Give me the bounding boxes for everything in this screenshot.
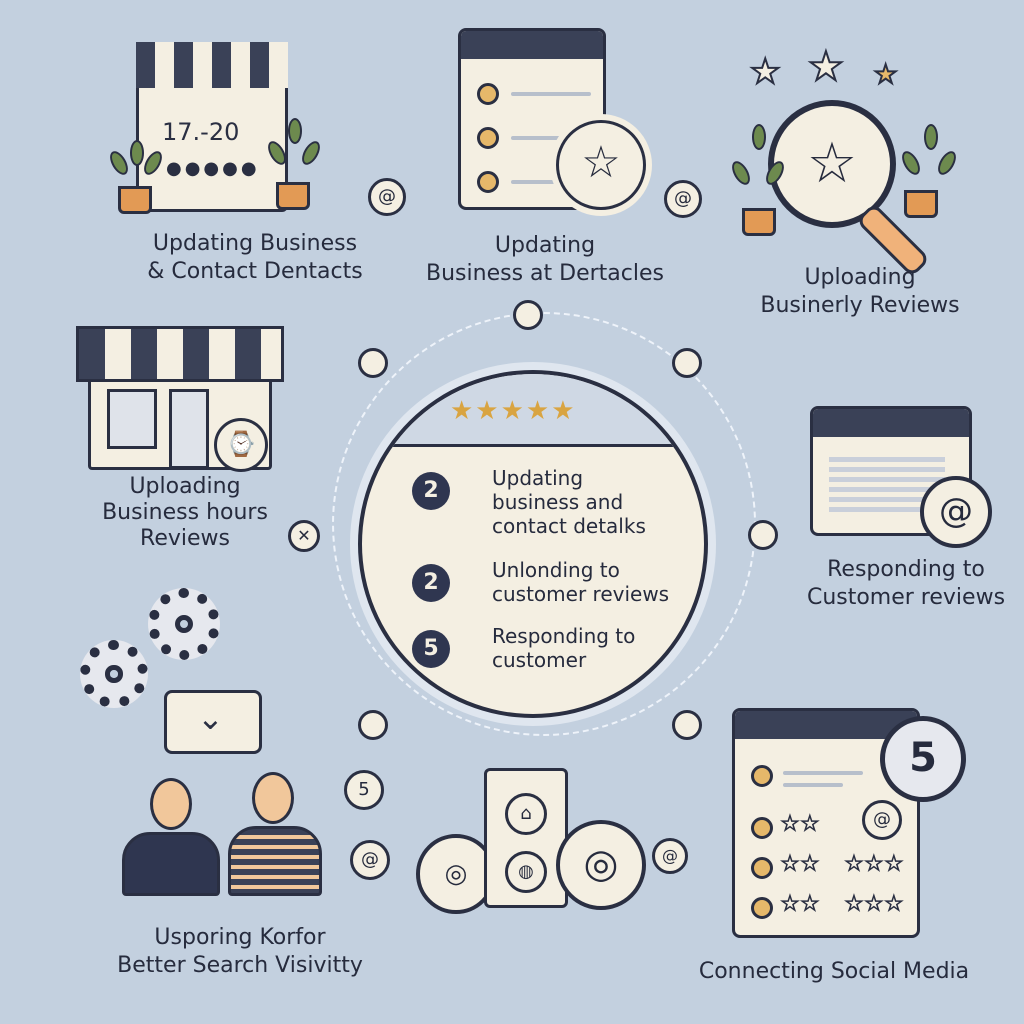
caption-top-center: Updating Business at Dertacles: [426, 233, 664, 286]
step-line: customer reviews: [492, 582, 670, 606]
list-bullet-icon: [477, 83, 499, 105]
step-badge: 2: [412, 564, 450, 602]
step-line: customer: [492, 648, 587, 672]
center-card-header: ★★★★★: [362, 374, 704, 447]
star-icon: ★: [807, 43, 845, 91]
chat-bubble-icon: ⌄: [164, 690, 262, 754]
star-icon: ★: [873, 59, 898, 91]
caption-mid-left: Uploading Business hours Reviews: [102, 474, 268, 551]
orbit-node-bottom-right: [672, 710, 702, 740]
center-rating-stars: ★★★★★: [450, 396, 577, 426]
plant-pot-icon: [904, 190, 938, 218]
target-icon: ◎: [556, 820, 646, 910]
at-icon: @: [664, 180, 702, 218]
leaf-icon: [298, 138, 324, 168]
at-icon: @: [862, 800, 902, 840]
person-avatar-icon: [150, 778, 192, 830]
home-icon: ⌂: [505, 793, 547, 835]
globe-icon: ◍: [505, 851, 547, 893]
orbit-node-top: [513, 300, 543, 330]
email-icon: @: [920, 476, 992, 548]
orbit-node-bottom-left: [358, 710, 388, 740]
caption-top-left: Updating Business & Contact Dentacts: [147, 231, 363, 284]
store-hours-text: 17.-20: [162, 118, 240, 146]
pin-icon: ✕: [288, 520, 320, 552]
clock-icon: ⌚: [214, 418, 268, 472]
plant-pot-icon: [276, 182, 310, 210]
review-stars: ★★★: [844, 890, 905, 916]
person-body-icon: [122, 832, 220, 896]
step-badge: 5: [412, 630, 450, 668]
phone-icon: ⌂ ◍: [484, 768, 568, 908]
leaf-icon: [106, 148, 132, 178]
plant-pot-icon: [118, 186, 152, 214]
list-bullet-icon: [751, 817, 773, 839]
gear-icon: [80, 640, 148, 708]
storefront-sign-illustration: 17.-20 ●●●●●: [136, 42, 288, 212]
leaf-icon: [898, 148, 924, 178]
step-line: Responding to: [492, 624, 636, 648]
badge-five-icon: 5: [344, 770, 384, 810]
orbit-node-right: [748, 520, 778, 550]
at-icon: @: [368, 178, 406, 216]
step-line: business and: [492, 490, 624, 514]
leaf-icon: [130, 140, 144, 166]
dots-icon: ●●●●●: [166, 158, 260, 179]
list-bullet-icon: [751, 897, 773, 919]
person-avatar-icon: [252, 772, 294, 824]
person-body-icon: [228, 826, 322, 896]
star-icon: ★: [749, 51, 782, 93]
review-stars: ★★: [780, 850, 821, 876]
leaf-icon: [288, 118, 302, 144]
review-stars: ★★: [780, 810, 821, 836]
leaf-icon: [752, 124, 766, 150]
plant-pot-icon: [742, 208, 776, 236]
center-review-card: ★★★★★ 2 Updating business and contact de…: [358, 370, 708, 718]
step-line: Updating: [492, 466, 584, 490]
caption-top-right: Uploading Businerly Reviews: [760, 265, 960, 318]
window-titlebar: [461, 31, 603, 59]
at-icon: @: [350, 840, 390, 880]
at-icon: @: [652, 838, 688, 874]
step-badge: 2: [412, 472, 450, 510]
leaf-icon: [934, 148, 960, 178]
caption-bottom-right: Connecting Social Media: [698, 959, 970, 984]
list-bullet-icon: [477, 127, 499, 149]
window-titlebar: [813, 409, 969, 437]
count-badge: 5: [880, 716, 966, 802]
list-bullet-icon: [751, 857, 773, 879]
caption-mid-right: Responding to Customer reviews: [806, 557, 1006, 610]
star-badge-icon: ☆: [556, 120, 646, 210]
review-stars: ★★★: [844, 850, 905, 876]
list-bullet-icon: [477, 171, 499, 193]
chevron-down-icon: ⌄: [197, 699, 224, 737]
step-line: contact detalks: [492, 514, 646, 538]
leaf-icon: [924, 124, 938, 150]
list-bullet-icon: [751, 765, 773, 787]
leaf-icon: [728, 158, 754, 188]
review-stars: ★★: [780, 890, 821, 916]
shop-awning: [76, 326, 284, 382]
step-line: Unlonding to: [492, 558, 620, 582]
gear-icon: [148, 588, 220, 660]
caption-bottom-left: Usporing Korfor Better Search Visivitty: [117, 925, 363, 978]
